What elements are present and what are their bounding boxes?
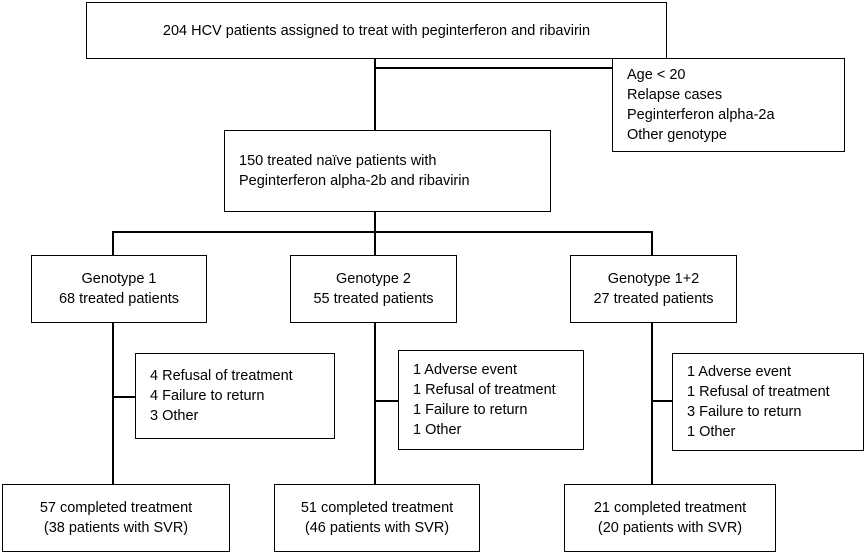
dropout-1-2-line-3: 3 Failure to return: [687, 404, 802, 420]
dropout-2-line-2: 1 Refusal of treatment: [413, 382, 556, 398]
dropout-1-2-line-4: 1 Other: [687, 424, 736, 440]
exclusion-line-4: Other genotype: [627, 127, 727, 143]
completed-1-2-line-2: (20 patients with SVR): [597, 520, 743, 536]
dropout-1-line-1: 4 Refusal of treatment: [150, 368, 293, 384]
genotype-2-line-2: 55 treated patients: [313, 291, 434, 307]
connector-stem-arm-1: [112, 323, 114, 484]
connector-stem-arm-2: [374, 323, 376, 484]
connector-stem-arm-3: [651, 323, 653, 484]
connector-naive-to-split: [374, 212, 376, 232]
node-enrolled-line-1: 204 HCV patients assigned to treat with …: [162, 22, 591, 39]
completed-1-line-2: (38 patients with SVR): [43, 520, 189, 536]
dropout-1-2-line-1: 1 Adverse event: [687, 364, 791, 380]
completed-2-line-1: 51 completed treatment: [300, 500, 454, 516]
completed-1-line-1: 57 completed treatment: [39, 500, 193, 516]
dropout-1-2-line-2: 1 Refusal of treatment: [687, 384, 830, 400]
node-dropouts-genotype-1: 4 Refusal of treatment 4 Failure to retu…: [135, 353, 335, 439]
genotype-1-line-1: Genotype 1: [81, 271, 157, 287]
treated-naive-line-2: Peginterferon alpha-2b and ribavirin: [239, 173, 470, 189]
node-dropouts-genotype-1-2: 1 Adverse event 1 Refusal of treatment 3…: [672, 353, 864, 451]
connector-enrolled-to-naive: [374, 58, 376, 130]
genotype-1-2-line-1: Genotype 1+2: [607, 271, 700, 287]
exclusion-line-2: Relapse cases: [627, 87, 723, 103]
node-genotype-1-2: Genotype 1+2 27 treated patients: [570, 255, 737, 323]
connector-stub-dropout-1: [112, 396, 135, 398]
node-exclusion-criteria: Age < 20 Relapse cases Peginterferon alp…: [612, 58, 845, 152]
connector-stub-dropout-2: [374, 400, 398, 402]
exclusion-line-1: Age < 20: [627, 67, 686, 83]
genotype-2-line-1: Genotype 2: [336, 271, 411, 287]
node-genotype-1: Genotype 1 68 treated patients: [31, 255, 207, 323]
completed-2-line-2: (46 patients with SVR): [304, 520, 450, 536]
node-completed-genotype-1: 57 completed treatment (38 patients with…: [2, 484, 230, 552]
node-completed-genotype-1-2: 21 completed treatment (20 patients with…: [564, 484, 776, 552]
node-enrolled-patients: 204 HCV patients assigned to treat with …: [86, 2, 667, 59]
node-treated-naive: 150 treated naïve patients with Peginter…: [224, 130, 551, 212]
node-dropouts-genotype-2: 1 Adverse event 1 Refusal of treatment 1…: [398, 350, 584, 450]
dropout-1-line-3: 3 Other: [150, 408, 199, 424]
completed-1-2-line-1: 21 completed treatment: [593, 500, 747, 516]
dropout-2-line-4: 1 Other: [413, 422, 462, 438]
connector-drop-genotype-1-2: [651, 231, 653, 255]
connector-drop-genotype-2: [374, 231, 376, 255]
genotype-1-line-2: 68 treated patients: [58, 291, 180, 307]
dropout-2-line-1: 1 Adverse event: [413, 362, 517, 378]
connector-stub-dropout-1-2: [651, 400, 672, 402]
node-genotype-2: Genotype 2 55 treated patients: [290, 255, 457, 323]
dropout-2-line-3: 1 Failure to return: [413, 402, 528, 418]
dropout-1-line-2: 4 Failure to return: [150, 388, 265, 404]
treated-naive-line-1: 150 treated naïve patients with: [239, 153, 437, 169]
node-completed-genotype-2: 51 completed treatment (46 patients with…: [274, 484, 480, 552]
genotype-1-2-line-2: 27 treated patients: [593, 291, 714, 307]
exclusion-line-3: Peginterferon alpha-2a: [627, 107, 775, 123]
connector-enrolled-to-excluded: [374, 67, 613, 69]
connector-genotype-distribution-bar: [112, 231, 652, 233]
connector-drop-genotype-1: [112, 231, 114, 255]
